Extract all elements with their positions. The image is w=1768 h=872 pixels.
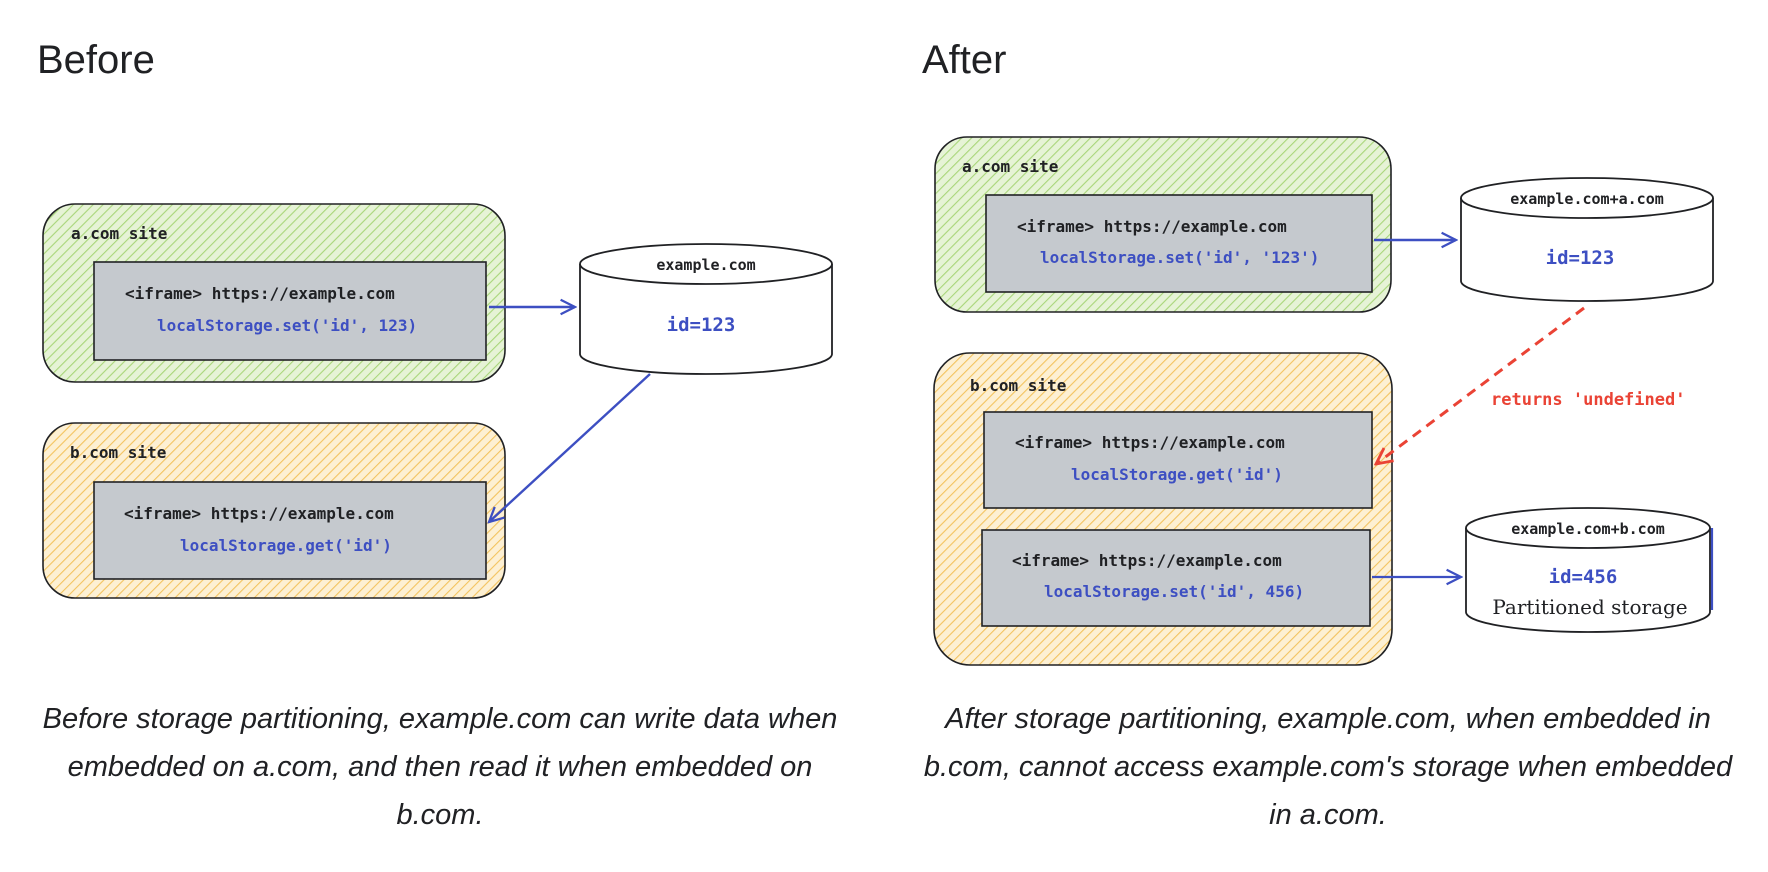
before-storage-value: id=123 bbox=[667, 314, 736, 336]
after-iframe-a-line1: <iframe> https://example.com bbox=[1017, 217, 1287, 236]
before-read-arrow bbox=[489, 373, 651, 522]
after-returns-label: returns 'undefined' bbox=[1491, 390, 1685, 410]
after-iframe-b1-line1: <iframe> https://example.com bbox=[1015, 433, 1285, 452]
after-site-b-label: b.com site bbox=[970, 376, 1066, 395]
after-storage-a-cylinder: example.com+a.com id=123 bbox=[1460, 177, 1714, 302]
before-iframe-b-line1: <iframe> https://example.com bbox=[124, 504, 394, 523]
after-storage-b-note: Partitioned storage bbox=[1492, 595, 1687, 619]
after-storage-b-cylinder: example.com+b.com id=456 Partitioned sto… bbox=[1465, 507, 1714, 633]
after-caption: After storage partitioning, example.com,… bbox=[923, 703, 1733, 831]
after-storage-b-value: id=456 bbox=[1549, 566, 1618, 588]
after-site-a: a.com site <iframe> https://example.com … bbox=[934, 136, 1392, 313]
before-site-a: a.com site <iframe> https://example.com … bbox=[42, 203, 506, 383]
before-storage-cylinder: example.com id=123 bbox=[579, 243, 833, 375]
before-iframe-a-line1: <iframe> https://example.com bbox=[125, 284, 395, 303]
after-site-b: b.com site <iframe> https://example.com … bbox=[933, 352, 1393, 666]
before-site-a-label: a.com site bbox=[71, 224, 167, 243]
after-iframe-b2 bbox=[981, 529, 1371, 627]
after-storage-a-title: example.com+a.com bbox=[1510, 190, 1664, 208]
after-iframe-b1-line2: localStorage.get('id') bbox=[1071, 465, 1283, 484]
after-undefined-arrow bbox=[1376, 306, 1585, 464]
after-iframe-a-line2: localStorage.set('id', '123') bbox=[1040, 248, 1319, 267]
before-iframe-a-line2: localStorage.set('id', 123) bbox=[157, 316, 417, 335]
before-site-b-label: b.com site bbox=[70, 443, 166, 462]
after-storage-a-value: id=123 bbox=[1546, 247, 1615, 269]
after-site-a-label: a.com site bbox=[962, 157, 1058, 176]
before-iframe-b bbox=[93, 481, 487, 580]
before-caption: Before storage partitioning, example.com… bbox=[42, 703, 838, 831]
after-iframe-a bbox=[985, 194, 1373, 293]
before-storage-title: example.com bbox=[656, 256, 755, 274]
before-site-b: b.com site <iframe> https://example.com … bbox=[42, 422, 506, 599]
before-iframe-a bbox=[93, 261, 487, 361]
before-heading: Before bbox=[37, 38, 155, 82]
after-heading: After bbox=[922, 38, 1007, 82]
before-iframe-b-line2: localStorage.get('id') bbox=[180, 536, 392, 555]
after-iframe-b1 bbox=[983, 411, 1373, 509]
after-iframe-b2-line2: localStorage.set('id', 456) bbox=[1044, 582, 1304, 601]
after-storage-b-title: example.com+b.com bbox=[1511, 520, 1665, 538]
after-iframe-b2-line1: <iframe> https://example.com bbox=[1012, 551, 1282, 570]
